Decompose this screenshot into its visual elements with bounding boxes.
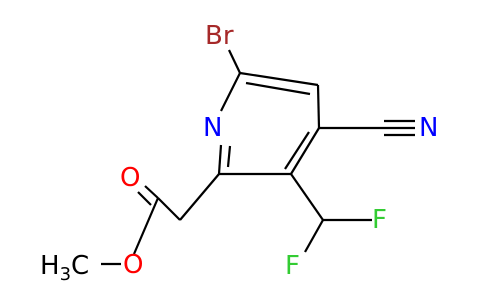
- fluorine-label-1: F: [372, 205, 387, 235]
- bromine-label: Br: [205, 21, 234, 51]
- methyl-label: H3C: [40, 251, 89, 285]
- bond-c4-c3: [290, 127, 320, 175]
- ester-oxygen-label: O: [123, 250, 143, 280]
- bond-carbonyl-ester-o: [132, 197, 160, 255]
- bond-ch2-carbonyl: [157, 197, 181, 221]
- bond-c3-chf2: [290, 173, 324, 221]
- bond-c2-n: [217, 144, 223, 175]
- methyl-subscript: 3: [60, 264, 71, 285]
- carbonyl-oxygen-label: O: [120, 163, 140, 193]
- bond-br-c6: [228, 49, 241, 74]
- methyl-c: C: [71, 251, 89, 281]
- bond-carbonyl-o: [144, 185, 159, 199]
- bond-c6-c5: [239, 71, 319, 87]
- bond-carbonyl-o-double: [137, 191, 152, 206]
- fluorine-label-2: F: [285, 251, 300, 281]
- bond-c2-ch2: [179, 173, 220, 221]
- methyl-h: H: [40, 251, 60, 281]
- nitrile-nitrogen-label: N: [419, 113, 438, 143]
- atom-labels: Br N N O O F F H3C: [40, 21, 438, 285]
- bonds: [101, 49, 415, 266]
- bond-chf2-f2: [304, 219, 324, 253]
- bond-n-c6: [220, 72, 241, 112]
- ring-nitrogen-label: N: [203, 113, 222, 143]
- bond-c2-n-inner: [226, 145, 232, 168]
- bond-c4-c3-inner: [284, 131, 310, 170]
- bond-c5-c4: [316, 84, 321, 129]
- bond-c6-c5-inner: [245, 81, 311, 96]
